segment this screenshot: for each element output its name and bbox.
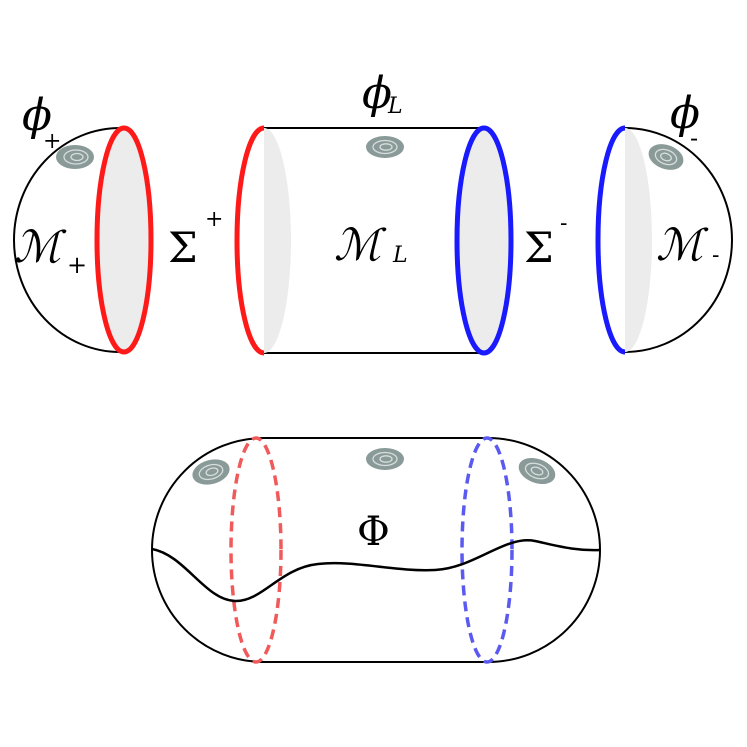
puncture-icon — [366, 448, 404, 470]
middle-cylinder-piece — [234, 125, 514, 356]
sigma-symbol: Σ — [524, 223, 554, 272]
manifold-symbol: ℳ — [14, 222, 67, 273]
right-hemisphere-outline — [624, 127, 733, 353]
puncture-icon — [648, 144, 684, 170]
label-phi-L: ϕ L — [362, 68, 403, 119]
left-boundary-circle — [94, 125, 154, 355]
cylinder-left-boundary — [234, 125, 265, 356]
label-manifold-L: ℳ L — [334, 220, 408, 271]
cylinder-right-boundary — [454, 125, 514, 356]
puncture-icon — [192, 459, 230, 485]
left-boundary-disk — [97, 128, 151, 352]
phi-subscript: L — [387, 94, 403, 119]
phi-subscript: - — [690, 124, 698, 152]
sigma-superscript: - — [560, 211, 567, 236]
label-manifold-minus: ℳ - — [656, 220, 719, 271]
glued-field-label: Φ — [357, 509, 390, 555]
manifold-symbol: ℳ — [656, 220, 709, 271]
left-hemisphere-outline — [13, 127, 121, 353]
phi-symbol: ϕ — [22, 90, 52, 141]
phi-symbol: ϕ — [362, 68, 392, 119]
puncture-icon — [518, 457, 556, 485]
label-manifold-plus: ℳ + — [14, 222, 87, 279]
phi-symbol: ϕ — [670, 88, 700, 139]
manifold-symbol: ℳ — [334, 220, 387, 271]
right-hemisphere-piece — [595, 125, 733, 355]
manifold-subscript: + — [67, 251, 87, 279]
right-boundary-arc — [595, 125, 626, 355]
label-sigma-plus: Σ + — [168, 207, 223, 272]
cylinder-left-disk — [264, 128, 291, 353]
glued-manifold: Φ — [151, 436, 601, 664]
sigma-symbol: Σ — [168, 223, 198, 272]
phi-subscript: + — [43, 129, 61, 154]
glued-left-seam — [229, 436, 283, 664]
label-phi-minus: ϕ - — [670, 88, 700, 152]
glued-right-seam — [460, 436, 514, 664]
field-curve — [151, 539, 601, 603]
left-hemisphere-piece — [13, 125, 154, 355]
manifold-subscript: - — [712, 243, 719, 268]
right-boundary-disk — [625, 128, 652, 352]
label-phi-plus: ϕ + — [22, 90, 61, 154]
puncture-icon — [56, 145, 94, 169]
puncture-icon — [366, 136, 404, 158]
sigma-superscript: + — [205, 207, 223, 232]
label-sigma-minus: Σ - — [524, 211, 567, 272]
cylinder-right-disk — [457, 128, 511, 353]
manifold-subscript: L — [392, 243, 408, 268]
